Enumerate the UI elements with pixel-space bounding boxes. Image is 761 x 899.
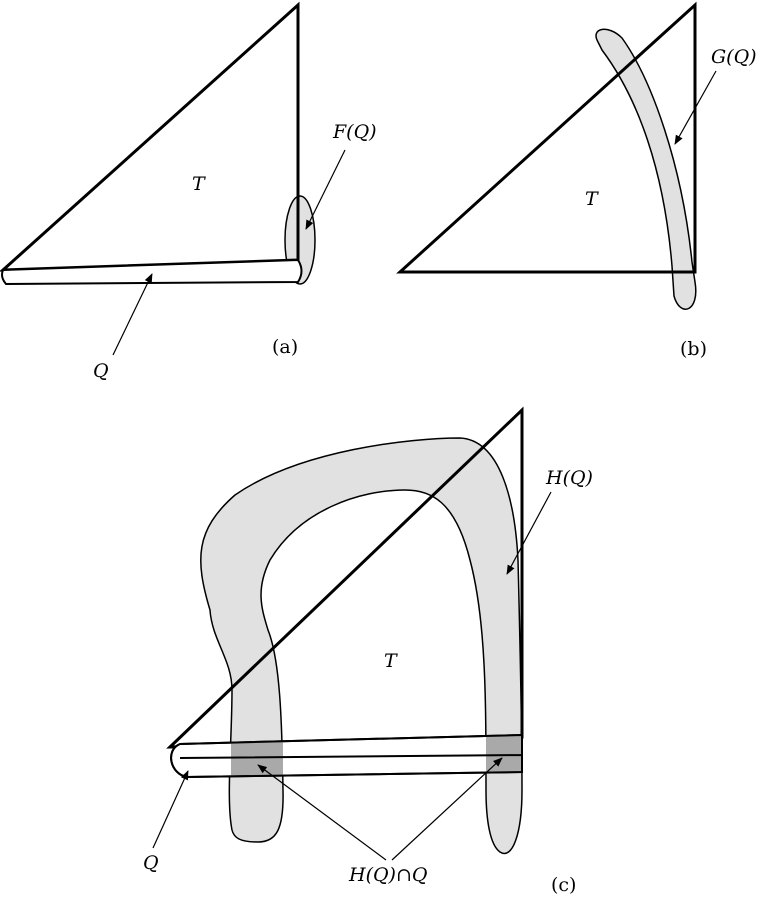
panel-c-intersection-arrow-left [257, 764, 387, 861]
panel-b-caption: (b) [680, 338, 707, 360]
panel-a: T F(Q) Q (a) [0, 1, 377, 382]
panel-a-q-strip [1, 258, 303, 286]
panel-c-caption: (c) [551, 874, 576, 896]
panel-a-caption: (a) [272, 336, 298, 358]
panel-c-hq-region [200, 437, 523, 855]
panel-c-q-arrow [152, 770, 189, 849]
panel-b-triangle-label: T [585, 188, 599, 210]
panel-c-q-label: Q [143, 852, 159, 874]
panel-b: T G(Q) (b) [396, 1, 757, 360]
panel-c-q-strip-outline [170, 733, 523, 779]
panel-c-hq-label: H(Q) [545, 467, 593, 489]
panel-a-triangle [0, 1, 300, 272]
panel-c: T H(Q) Q H(Q)∩Q (c) [143, 406, 593, 896]
panel-b-gq-arrow [674, 70, 717, 145]
panel-c-intersection-right [486, 735, 522, 772]
panel-c-intersection-left [231, 742, 283, 775]
panel-a-q-arrow [112, 273, 153, 356]
panel-c-hq-arrow [506, 491, 552, 575]
panel-c-intersection-arrow-right [391, 757, 503, 861]
panel-a-q-label: Q [93, 360, 109, 382]
panel-b-triangle [396, 1, 697, 274]
panel-c-intersection-label: H(Q)∩Q [348, 864, 427, 886]
panel-a-triangle-label: T [192, 173, 206, 195]
panel-a-fq-arrow [305, 149, 346, 230]
panel-c-triangle-label: T [384, 650, 398, 672]
panel-b-gq-region [595, 28, 697, 310]
panel-b-gq-label: G(Q) [711, 46, 757, 68]
panel-a-fq-label: F(Q) [332, 121, 377, 143]
